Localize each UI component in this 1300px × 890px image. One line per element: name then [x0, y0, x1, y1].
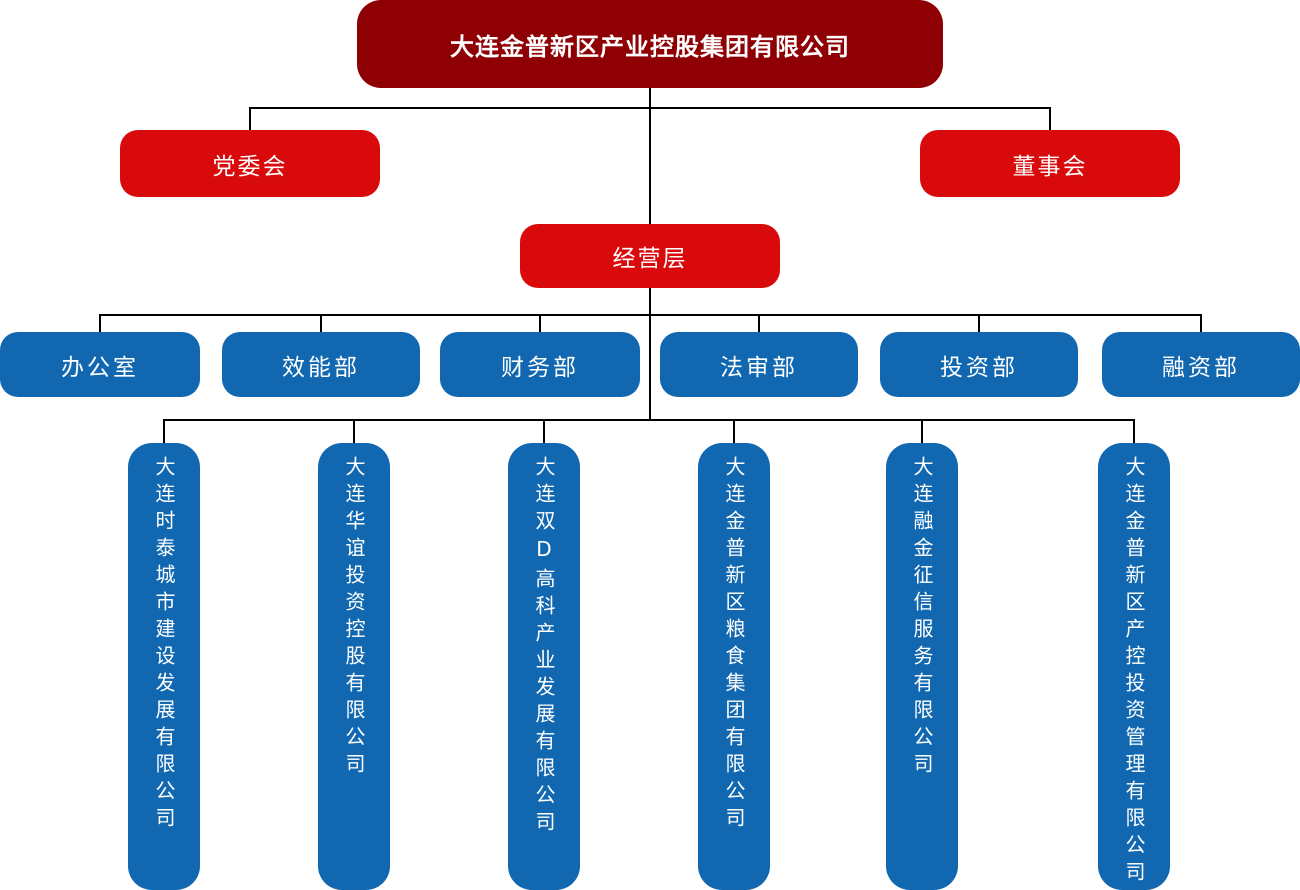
node-department-legal-audit: 法审部: [660, 332, 858, 397]
subsidiary-label: 大连金普新区产控投资管理有限公司: [1122, 456, 1146, 888]
node-management-layer: 经营层: [520, 224, 780, 288]
node-subsidiary: 大连双D高科产业发展有限公司: [508, 443, 580, 890]
connector-line: [1049, 107, 1051, 130]
subsidiary-label: 大连融金征信服务有限公司: [910, 456, 934, 780]
node-department-investment: 投资部: [880, 332, 1078, 397]
subsidiary-label: 大连双D高科产业发展有限公司: [532, 456, 556, 838]
connector-line: [649, 288, 651, 315]
connector-line: [539, 314, 541, 332]
node-subsidiary: 大连金普新区粮食集团有限公司: [698, 443, 770, 890]
connector-line: [249, 107, 1051, 109]
connector-line: [758, 314, 760, 332]
connector-line: [649, 314, 651, 420]
connector-line: [163, 419, 1135, 421]
node-party-committee: 党委会: [120, 130, 380, 197]
subsidiary-label: 大连时泰城市建设发展有限公司: [152, 456, 176, 834]
connector-line: [1200, 314, 1202, 332]
connector-line: [249, 107, 251, 130]
node-group-hq: 大连金普新区产业控股集团有限公司: [357, 0, 943, 88]
connector-line: [1133, 419, 1135, 443]
connector-line: [163, 419, 165, 443]
connector-line: [320, 314, 322, 332]
node-department-efficiency: 效能部: [222, 332, 420, 397]
connector-line: [978, 314, 980, 332]
subsidiary-label: 大连金普新区粮食集团有限公司: [722, 456, 746, 834]
node-department-financing: 融资部: [1102, 332, 1300, 397]
node-subsidiary: 大连华谊投资控股有限公司: [318, 443, 390, 890]
connector-line: [921, 419, 923, 443]
node-subsidiary: 大连融金征信服务有限公司: [886, 443, 958, 890]
connector-line: [649, 88, 651, 224]
connector-line: [353, 419, 355, 443]
node-department-office: 办公室: [0, 332, 200, 397]
node-board-of-directors: 董事会: [920, 130, 1180, 197]
node-department-finance: 财务部: [440, 332, 640, 397]
connector-line: [543, 419, 545, 443]
subsidiary-label: 大连华谊投资控股有限公司: [342, 456, 366, 780]
connector-line: [733, 419, 735, 443]
connector-line: [99, 314, 101, 332]
node-subsidiary: 大连时泰城市建设发展有限公司: [128, 443, 200, 890]
node-subsidiary: 大连金普新区产控投资管理有限公司: [1098, 443, 1170, 890]
